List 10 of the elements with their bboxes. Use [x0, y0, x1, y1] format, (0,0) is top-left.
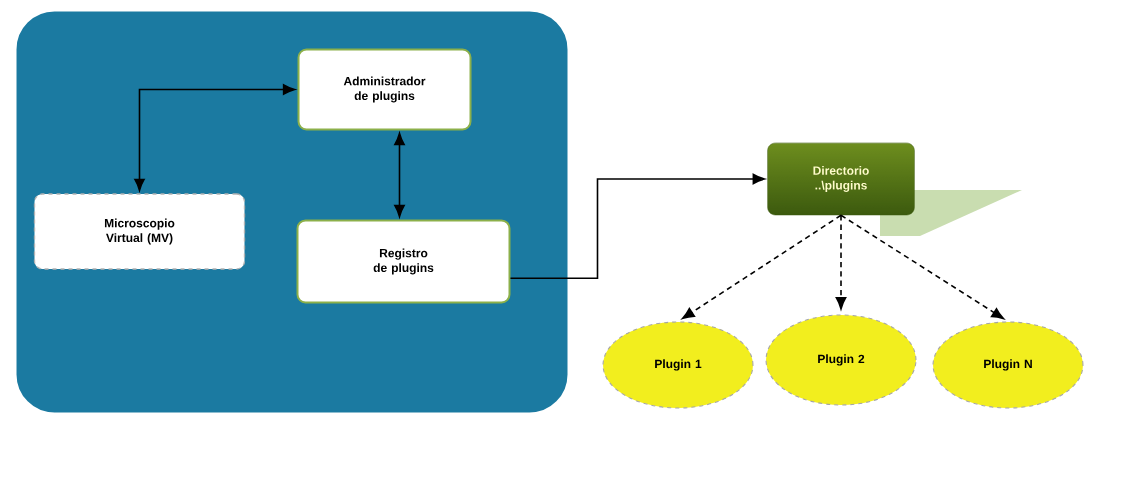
folder-box: Directorio ..\plugins: [767, 142, 915, 216]
process-box: Microscopio Virtual (MV): [33, 193, 246, 270]
arrow: [509, 173, 765, 280]
process-box: Registro de plugins: [296, 219, 511, 304]
arrow: [835, 214, 847, 310]
arrow: [682, 214, 842, 320]
arrow: [394, 132, 405, 218]
process-box: Administrador de plugins: [297, 48, 472, 131]
arrow: [134, 84, 296, 192]
arrow: [840, 214, 1004, 320]
